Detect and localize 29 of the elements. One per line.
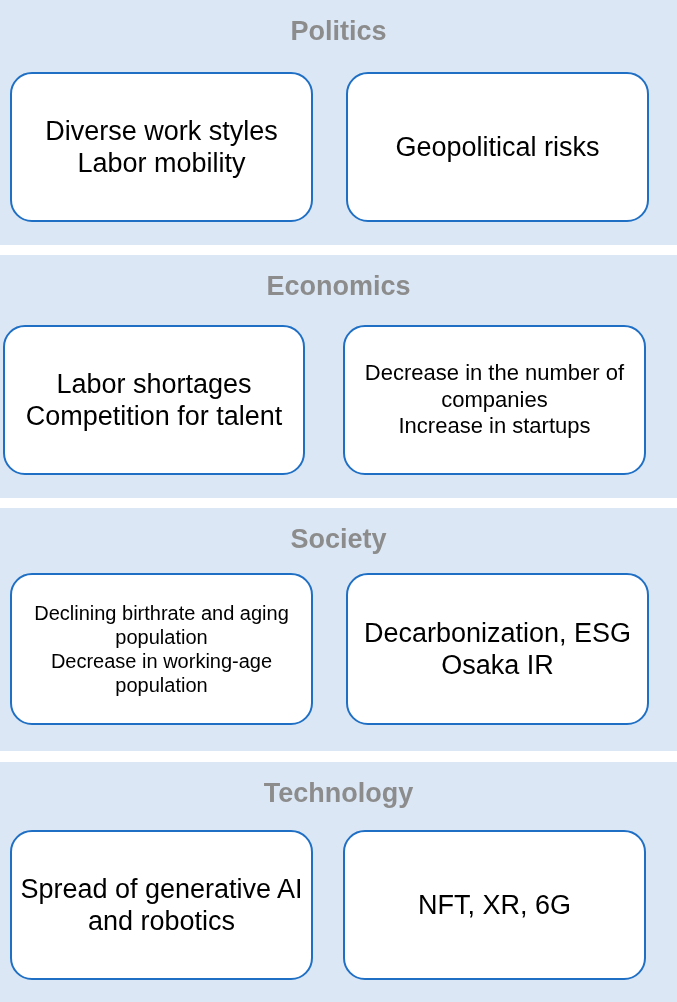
factor-box <box>343 830 646 980</box>
factor-box <box>10 72 313 222</box>
factor-text: Decrease in the number of companies <box>363 360 626 414</box>
factor-text: Geopolitical risks <box>395 130 600 164</box>
factor-text: Spread of generative AI and robotics <box>20 872 303 938</box>
factor-text: Competition for talent <box>25 400 283 433</box>
category-heading: Economics <box>265 271 412 302</box>
factor-box <box>10 573 313 725</box>
factor-text: Diverse work styles <box>45 114 278 147</box>
factor-box <box>343 325 646 475</box>
factor-text: Increase in startups <box>398 413 591 440</box>
factor-box <box>3 325 305 475</box>
factor-text: Declining birthrate and aging population <box>33 601 290 649</box>
factor-text: Labor mobility <box>77 147 246 180</box>
factor-text: NFT, XR, 6G <box>418 888 571 922</box>
factor-text: Labor shortages <box>56 367 252 400</box>
category-band <box>0 762 677 1002</box>
factor-text: Osaka IR <box>441 649 554 682</box>
factor-box <box>346 72 649 222</box>
factor-box <box>346 573 649 725</box>
category-band <box>0 0 677 245</box>
category-band <box>0 508 677 751</box>
category-heading: Society <box>289 524 388 555</box>
factor-text: Decarbonization, ESG <box>363 616 632 649</box>
category-heading: Politics <box>289 16 388 47</box>
category-heading: Technology <box>262 778 415 809</box>
factor-text: Decrease in working-age population <box>49 649 274 697</box>
category-band <box>0 255 677 498</box>
factor-box <box>10 830 313 980</box>
